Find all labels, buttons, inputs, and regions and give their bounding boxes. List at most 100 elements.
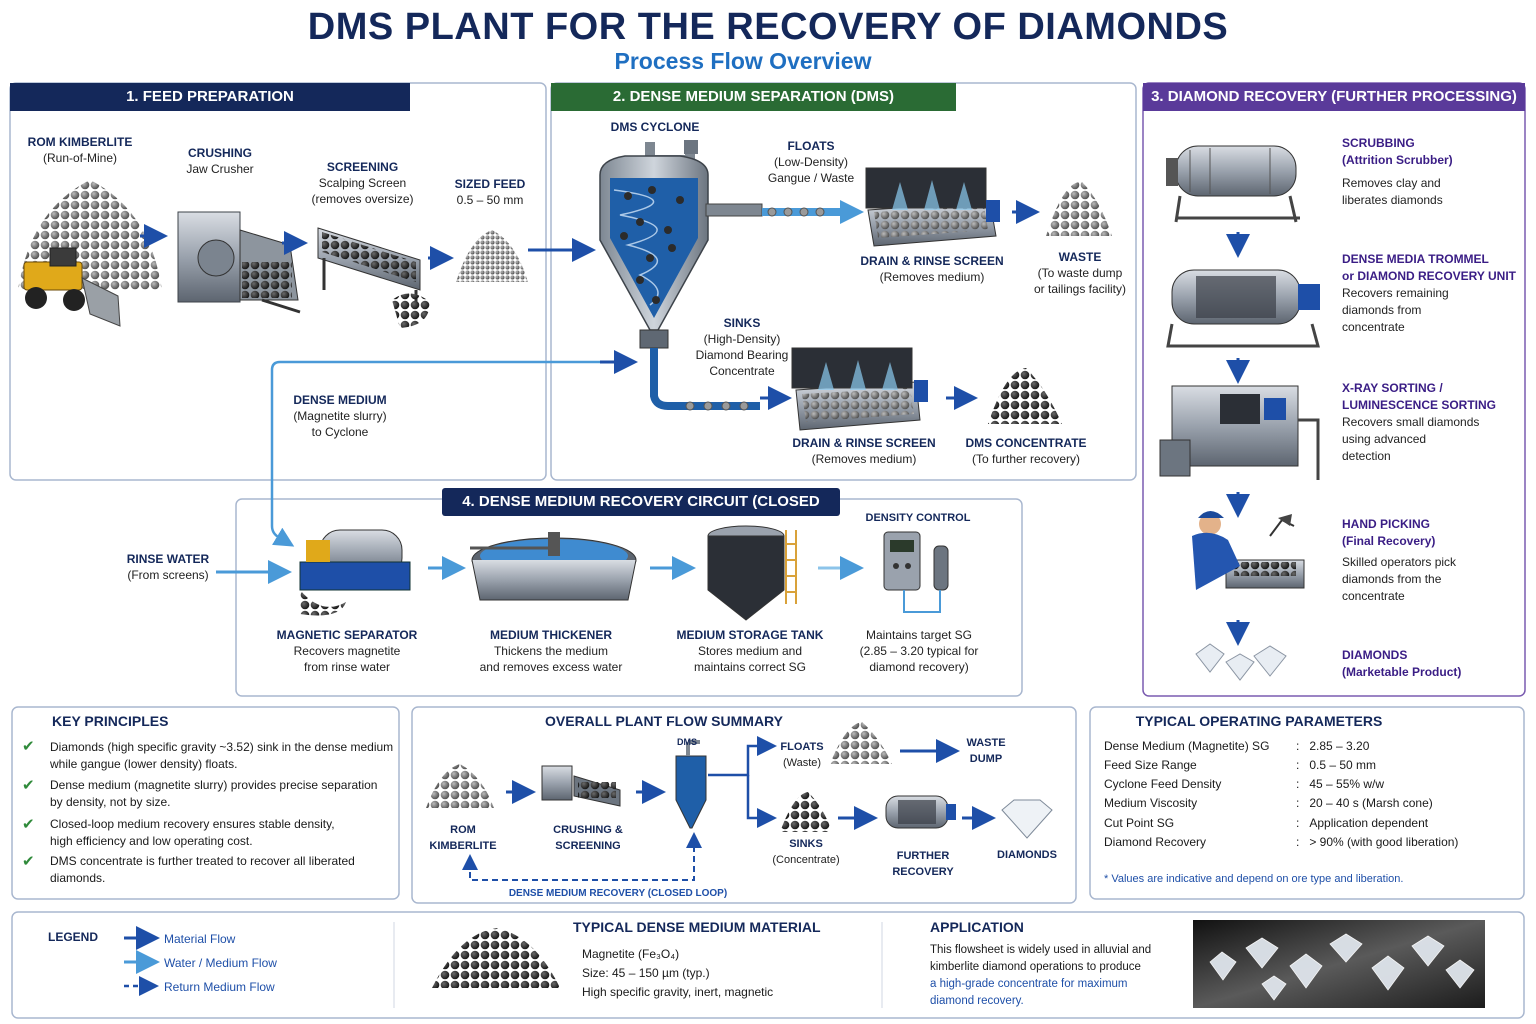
key-principle-item: Dense medium (magnetite slurry) provides… [50, 778, 378, 809]
param-row: : 0.5 – 50 mm [1296, 758, 1377, 772]
dense-medium-label: DENSE MEDIUM(Magnetite slurry)to Cyclone [293, 393, 387, 439]
key-principles-title: KEY PRINCIPLES [52, 713, 169, 729]
scalping-screen-illustration [317, 227, 430, 328]
check-icon: ✔ [22, 777, 35, 794]
material-line-3: High specific gravity, inert, magnetic [582, 985, 774, 999]
summary-rom-pile [426, 764, 494, 808]
check-icon: ✔ [22, 738, 35, 755]
key-principle-item: DMS concentrate is further treated to re… [50, 854, 355, 885]
dms-concentrate-pile-illustration [988, 368, 1062, 424]
param-row: Cut Point SG [1104, 816, 1175, 830]
density-control-illustration [883, 531, 949, 613]
diamonds-photo [1193, 920, 1485, 1008]
jaw-crusher-illustration [177, 211, 301, 314]
waste-pile-illustration [1046, 181, 1112, 236]
param-row: Medium Viscosity [1104, 796, 1198, 810]
application-title: APPLICATION [930, 919, 1024, 935]
legend-title: LEGEND [48, 930, 99, 944]
params-title: TYPICAL OPERATING PARAMETERS [1135, 713, 1383, 729]
param-row: Dense Medium (Magnetite) SG [1104, 739, 1270, 753]
drain-rinse-screen-1-label: DRAIN & RINSE SCREEN(Removes medium) [860, 254, 1004, 284]
param-row: : > 90% (with good liberation) [1296, 835, 1459, 849]
check-icon: ✔ [22, 816, 35, 833]
param-row: : Application dependent [1296, 816, 1429, 830]
summary-diamonds-label: DIAMONDS [997, 849, 1057, 861]
material-title: TYPICAL DENSE MEDIUM MATERIAL [573, 919, 821, 935]
summary-cyclone-illustration [675, 740, 707, 829]
params-note: * Values are indicative and depend on or… [1104, 873, 1404, 885]
param-row: : 20 – 40 s (Marsh cone) [1296, 796, 1433, 810]
application-line-4: diamond recovery. [930, 995, 1024, 1007]
density-control-label: DENSITY CONTROL [865, 512, 971, 524]
page-title: DMS PLANT FOR THE RECOVERY OF DIAMONDS [307, 6, 1229, 48]
application-line-1: This flowsheet is widely used in alluvia… [930, 944, 1152, 956]
summary-diamond-icon [1001, 799, 1053, 839]
param-row: Feed Size Range [1104, 758, 1197, 772]
summary-crushing-label: CRUSHING &SCREENING [553, 824, 623, 852]
section-feed-preparation-title: 1. FEED PREPARATION [10, 83, 410, 111]
scrubbing-label: SCRUBBING(Attrition Scrubber)Removes cla… [1342, 136, 1453, 207]
legend-material-flow: Material Flow [164, 932, 236, 946]
param-row: : 2.85 – 3.20 [1296, 739, 1370, 753]
thickener-illustration [470, 532, 637, 601]
key-principle-item: Diamonds (high specific gravity ~3.52) s… [50, 740, 394, 771]
section-dms-title: 2. DENSE MEDIUM SEPARATION (DMS) [551, 83, 956, 111]
drain-rinse-screen-2-illustration [791, 347, 928, 431]
rinse-water-label: RINSE WATER(From screens) [126, 552, 210, 582]
sized-feed-pile-illustration [456, 230, 528, 282]
floats-label: FLOATS(Low-Density)Gangue / Waste [767, 139, 855, 185]
summary-dms-label: DMS [677, 737, 697, 747]
key-principle-item: Closed-loop medium recovery ensures stab… [50, 817, 335, 848]
legend-return-flow: Return Medium Flow [164, 980, 275, 994]
rom-pile-illustration [18, 180, 162, 327]
xray-sorter-illustration [1159, 385, 1320, 480]
density-control-description: Maintains target SG(2.85 – 3.20 typical … [859, 628, 979, 674]
diamonds-label: DIAMONDS(Marketable Product) [1342, 648, 1462, 679]
attrition-scrubber-illustration [1166, 145, 1300, 223]
summary-crushing-illustration [541, 765, 621, 807]
param-row: Diamond Recovery [1104, 835, 1207, 849]
application-line-2: kimberlite diamond operations to produce [930, 961, 1141, 973]
storage-tank-illustration [707, 525, 797, 621]
hand-picking-illustration [1192, 511, 1305, 590]
application-line-3: a high-grade concentrate for maximum [930, 978, 1128, 990]
page-subtitle: Process Flow Overview [614, 48, 872, 74]
summary-title: OVERALL PLANT FLOW SUMMARY [545, 713, 783, 729]
section-diamond-recovery-title: 3. DIAMOND RECOVERY (FURTHER PROCESSING) [1143, 83, 1525, 111]
drain-rinse-screen-1-illustration [865, 167, 1000, 247]
summary-closed-loop-label: DENSE MEDIUM RECOVERY (CLOSED LOOP) [508, 888, 728, 899]
summary-sinks-label: SINKS(Concentrate) [772, 838, 840, 866]
summary-floats-pile [830, 722, 892, 764]
dms-cyclone-label: DMS CYCLONE [610, 120, 700, 134]
dense-media-trommel-illustration [1166, 269, 1320, 348]
magnetic-separator-illustration [299, 529, 411, 616]
section-medium-circuit-title: 4. DENSE MEDIUM RECOVERY CIRCUIT (CLOSED… [442, 488, 840, 538]
legend-water-flow: Water / Medium Flow [164, 956, 277, 970]
diamonds-illustration [1195, 643, 1287, 681]
dms-cyclone-illustration [599, 140, 763, 349]
check-icon: ✔ [22, 853, 35, 870]
material-line-1: Magnetite (Fe₃O₄) [582, 947, 680, 961]
param-row: Cyclone Feed Density [1104, 777, 1222, 791]
summary-further-recovery-illustration [885, 795, 956, 829]
summary-sinks-pile [780, 792, 832, 832]
magnetite-pile-illustration [432, 928, 560, 988]
drain-rinse-screen-2-label: DRAIN & RINSE SCREEN(Removes medium) [792, 436, 936, 466]
hand-picking-label: HAND PICKING(Final Recovery)Skilled oper… [1342, 517, 1457, 603]
summary-floats-label: FLOATS(Waste) [780, 741, 824, 769]
material-line-2: Size: 45 – 150 µm (typ.) [582, 966, 710, 980]
